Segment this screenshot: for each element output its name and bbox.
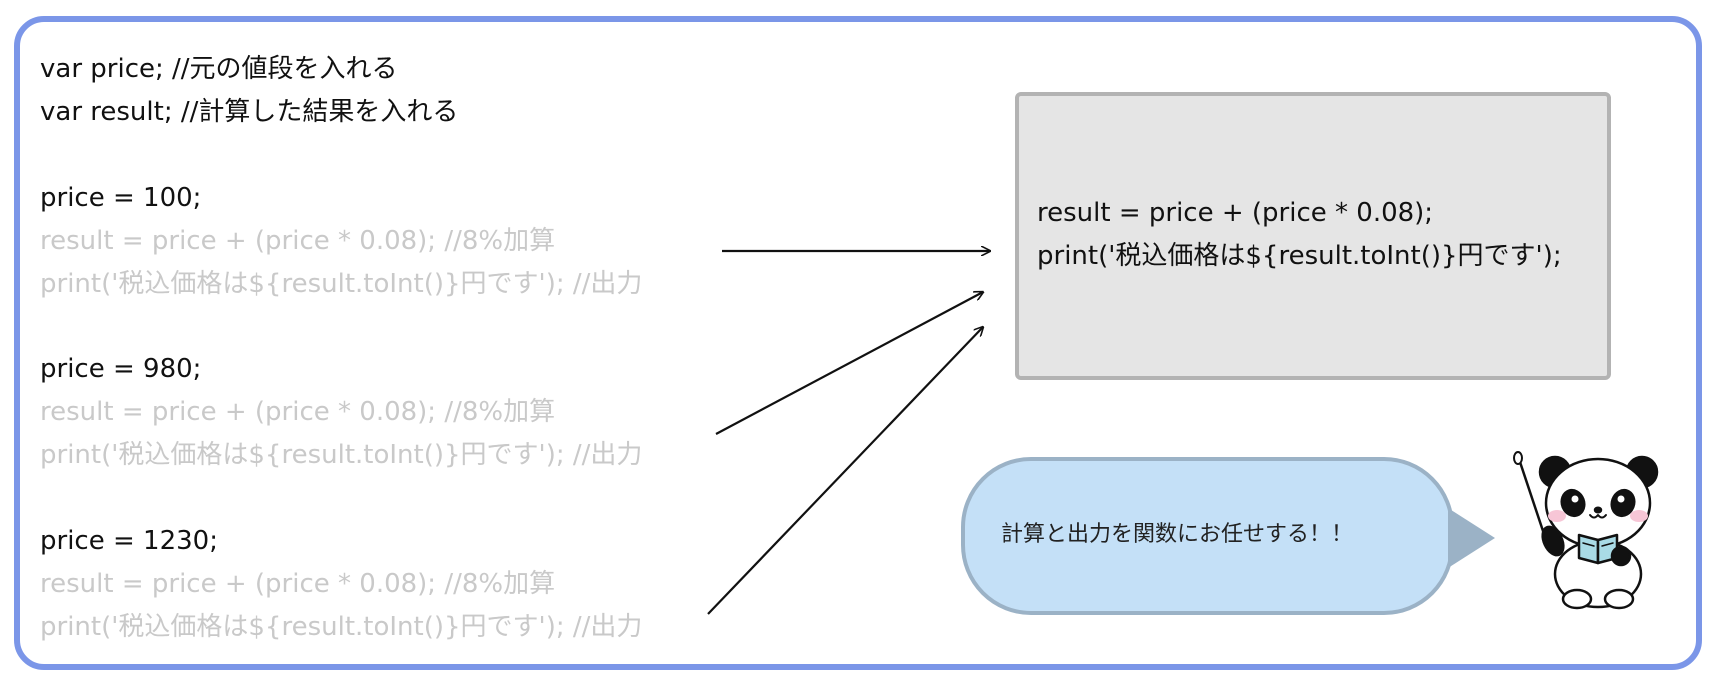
code-line-var-result: var result; //計算した結果を入れる xyxy=(40,97,459,127)
code-line-calc-1: result = price + (price * 0.08); //8%加算 xyxy=(40,226,556,256)
code-line-print-2: print('税込価格は${result.toInt()}円です'); //出力 xyxy=(40,440,643,470)
function-box: result = price + (price * 0.08); print('… xyxy=(1015,92,1611,380)
function-line-print: print('税込価格は${result.toInt()}円です'); xyxy=(1037,241,1562,271)
code-line-print-1: print('税込価格は${result.toInt()}円です'); //出力 xyxy=(40,269,643,299)
speech-bubble-tail xyxy=(1448,508,1495,568)
code-line-print-3: print('税込価格は${result.toInt()}円です'); //出力 xyxy=(40,612,643,642)
arrow-block3 xyxy=(707,327,983,615)
code-line-calc-2: result = price + (price * 0.08); //8%加算 xyxy=(40,397,556,427)
arrow-block2 xyxy=(715,292,983,435)
panda-teacher-icon xyxy=(1513,451,1659,610)
code-line-price-1230: price = 1230; xyxy=(40,526,218,556)
code-line-calc-3: result = price + (price * 0.08); //8%加算 xyxy=(40,569,556,599)
code-line-var-price: var price; //元の値段を入れる xyxy=(40,54,398,84)
speech-bubble xyxy=(961,457,1454,615)
code-line-price-100: price = 100; xyxy=(40,183,202,213)
code-line-price-980: price = 980; xyxy=(40,354,202,384)
speech-bubble-text: 計算と出力を関数にお任せする！！ xyxy=(1001,522,1354,547)
function-line-calc: result = price + (price * 0.08); xyxy=(1037,198,1434,228)
